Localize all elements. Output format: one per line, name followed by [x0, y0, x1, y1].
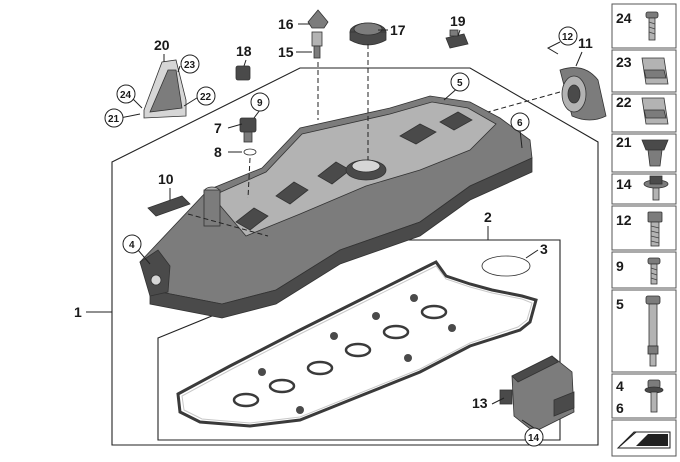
callout-23: 23	[180, 54, 200, 74]
callout-1: 1	[74, 304, 82, 320]
callout-12: 12	[558, 26, 578, 46]
seal-strip	[147, 195, 191, 217]
callout-16: 16	[278, 16, 294, 32]
svg-text:21: 21	[616, 134, 632, 150]
svg-text:5: 5	[616, 296, 624, 312]
long-stud-bolt-icon	[645, 295, 661, 367]
svg-text:22: 22	[200, 92, 212, 103]
callout-24: 24	[116, 84, 136, 104]
svg-text:24: 24	[616, 10, 632, 26]
eccentric-shaft-actuator	[499, 355, 575, 433]
hex-bolt-icon	[647, 211, 663, 247]
legend-footer	[611, 419, 677, 457]
legend-row-9: 9	[611, 251, 677, 289]
legend-row-23: 23	[611, 49, 677, 93]
callout-14: 14	[524, 427, 544, 447]
callout-20: 20	[154, 37, 170, 53]
vent-cap	[307, 9, 329, 29]
svg-text:9: 9	[257, 98, 263, 109]
collar-screw-icon	[643, 175, 669, 201]
vent-valve	[311, 31, 323, 59]
screw-short-icon	[645, 11, 659, 41]
svg-text:4: 4	[129, 240, 135, 251]
callout-22: 22	[196, 86, 216, 106]
screw-short-icon	[647, 257, 661, 285]
legend-row-21: 21	[611, 133, 677, 173]
legend-row-22: 22	[611, 93, 677, 133]
flag-arrow-icon	[616, 431, 671, 449]
flange-screw-icon	[644, 379, 664, 413]
legend-row-24: 24	[611, 3, 677, 49]
legend-row-12: 12	[611, 205, 677, 251]
callout-17: 17	[390, 22, 406, 38]
callout-10: 10	[158, 171, 174, 187]
callout-5: 5	[450, 72, 470, 92]
svg-text:21: 21	[108, 114, 120, 125]
callout-3: 3	[540, 241, 548, 257]
svg-text:4: 4	[616, 378, 624, 394]
o-ring	[243, 148, 257, 156]
svg-text:14: 14	[616, 176, 632, 192]
callout-15: 15	[278, 44, 294, 60]
solenoid-valve	[559, 67, 607, 121]
svg-text:12: 12	[616, 212, 632, 228]
cover-gasket	[176, 260, 538, 428]
callout-6: 6	[510, 112, 530, 132]
svg-text:24: 24	[120, 90, 132, 101]
connector-bracket-18	[235, 65, 251, 81]
svg-text:5: 5	[457, 78, 463, 89]
expanding-clip-icon	[641, 139, 669, 167]
callout-18: 18	[236, 43, 252, 59]
callout-11: 11	[578, 35, 593, 51]
callout-21: 21	[104, 108, 124, 128]
legend-row-4-6: 4 6	[611, 373, 677, 419]
fastener-legend: 24 23 22 21	[611, 3, 677, 457]
svg-text:6: 6	[616, 400, 624, 416]
svg-text:12: 12	[562, 32, 574, 43]
callout-4: 4	[122, 234, 142, 254]
cylinder-head-cover	[139, 95, 533, 319]
main-assembly-frame	[111, 67, 599, 446]
svg-text:23: 23	[616, 54, 632, 70]
clip-nut-icon	[641, 97, 669, 125]
svg-text:22: 22	[616, 94, 632, 110]
clip-nut-icon	[641, 57, 669, 85]
legend-row-14: 14	[611, 173, 677, 205]
callout-13: 13	[472, 395, 488, 411]
legend-row-5: 5	[611, 289, 677, 373]
callout-2: 2	[484, 209, 492, 225]
svg-text:6: 6	[517, 118, 523, 129]
callout-19: 19	[450, 13, 466, 29]
holder-bracket	[143, 59, 187, 119]
sealing-ring	[481, 255, 531, 277]
svg-text:14: 14	[528, 433, 540, 444]
connector-bracket-19	[445, 29, 469, 49]
svg-text:9: 9	[616, 258, 624, 274]
svg-text:23: 23	[184, 60, 196, 71]
oil-filler-cap	[349, 22, 387, 46]
callout-8: 8	[214, 144, 222, 160]
callout-9: 9	[250, 92, 270, 112]
callout-7: 7	[214, 120, 222, 136]
camshaft-sensor	[239, 117, 257, 143]
